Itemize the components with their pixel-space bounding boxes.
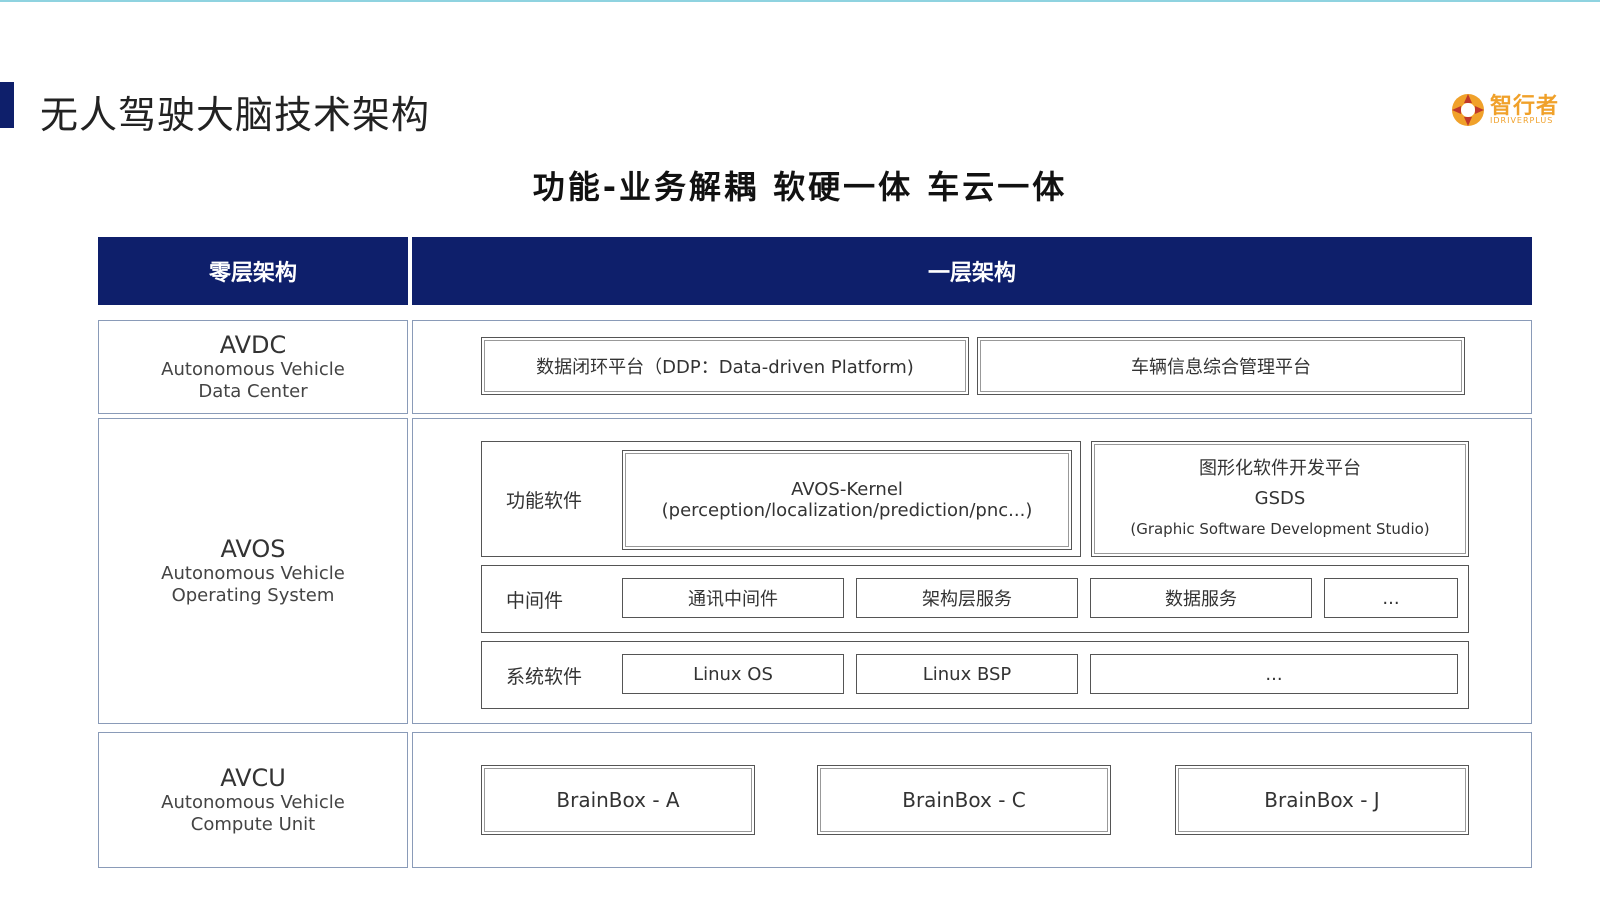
avcu-sub2: Compute Unit bbox=[190, 814, 316, 835]
header-layer0: 零层架构 bbox=[98, 237, 408, 305]
avdc-sub2: Data Center bbox=[198, 381, 308, 402]
row-avcu-label: AVCU Autonomous Vehicle Compute Unit bbox=[98, 732, 408, 868]
avos-kernel-box: AVOS-Kernel (perception/localization/pre… bbox=[622, 450, 1072, 550]
middleware-more-box: ... bbox=[1324, 578, 1458, 618]
brainbox-c-box: BrainBox - C bbox=[817, 765, 1111, 835]
data-service-box: 数据服务 bbox=[1090, 578, 1312, 618]
arch-service-box: 架构层服务 bbox=[856, 578, 1078, 618]
top-accent-line bbox=[0, 0, 1600, 2]
row-avdc-label: AVDC Autonomous Vehicle Data Center bbox=[98, 320, 408, 414]
middleware-label: 中间件 bbox=[506, 590, 564, 612]
avcu-sub1: Autonomous Vehicle bbox=[161, 792, 345, 813]
header-layer1: 一层架构 bbox=[412, 237, 1532, 305]
avos-sub2: Operating System bbox=[171, 585, 335, 606]
logo-tagline: IDRIVERPLUS bbox=[1490, 116, 1554, 125]
row-avos-label: AVOS Autonomous Vehicle Operating System bbox=[98, 418, 408, 724]
row-avos-content: 功能软件 AVOS-Kernel (perception/localizatio… bbox=[412, 418, 1532, 724]
logo-mark-icon bbox=[1452, 94, 1484, 126]
company-logo: 智行者 IDRIVERPLUS bbox=[1450, 88, 1580, 134]
function-software-group: 功能软件 AVOS-Kernel (perception/localizatio… bbox=[481, 441, 1081, 557]
logo-text: 智行者 bbox=[1490, 94, 1560, 119]
avcu-name: AVCU bbox=[220, 764, 286, 792]
brainbox-j-box: BrainBox - J bbox=[1175, 765, 1469, 835]
avdc-sub1: Autonomous Vehicle bbox=[161, 359, 345, 380]
slide-title: 无人驾驶大脑技术架构 bbox=[40, 93, 431, 137]
vehicle-info-platform-box: 车辆信息综合管理平台 bbox=[977, 337, 1465, 395]
function-software-label: 功能软件 bbox=[506, 490, 583, 512]
avos-kernel-sub: (perception/localization/prediction/pnc.… bbox=[661, 500, 1033, 521]
linux-bsp-box: Linux BSP bbox=[856, 654, 1078, 694]
gsds-full: (Graphic Software Development Studio) bbox=[1130, 520, 1430, 538]
gsds-name: GSDS bbox=[1254, 488, 1306, 509]
avos-kernel-title: AVOS-Kernel bbox=[791, 479, 903, 500]
comm-middleware-box: 通讯中间件 bbox=[622, 578, 844, 618]
linux-os-box: Linux OS bbox=[622, 654, 844, 694]
row-avcu-content: BrainBox - A BrainBox - C BrainBox - J bbox=[412, 732, 1532, 868]
system-software-label: 系统软件 bbox=[506, 666, 583, 688]
gsds-box: 图形化软件开发平台 GSDS (Graphic Software Develop… bbox=[1091, 441, 1469, 557]
title-accent-bar bbox=[0, 82, 14, 128]
middleware-group: 中间件 通讯中间件 架构层服务 数据服务 ... bbox=[481, 565, 1469, 633]
system-more-box: ... bbox=[1090, 654, 1458, 694]
ddp-platform-box: 数据闭环平台（DDP：Data-driven Platform) bbox=[481, 337, 969, 395]
avos-name: AVOS bbox=[220, 535, 286, 563]
gsds-title: 图形化软件开发平台 bbox=[1199, 458, 1361, 479]
system-software-group: 系统软件 Linux OS Linux BSP ... bbox=[481, 641, 1469, 709]
row-avdc-content: 数据闭环平台（DDP：Data-driven Platform) 车辆信息综合管… bbox=[412, 320, 1532, 414]
diagram-subtitle: 功能-业务解耦 软硬一体 车云一体 bbox=[532, 168, 1068, 206]
avos-sub1: Autonomous Vehicle bbox=[161, 563, 345, 584]
brainbox-a-box: BrainBox - A bbox=[481, 765, 755, 835]
avdc-name: AVDC bbox=[219, 331, 287, 359]
